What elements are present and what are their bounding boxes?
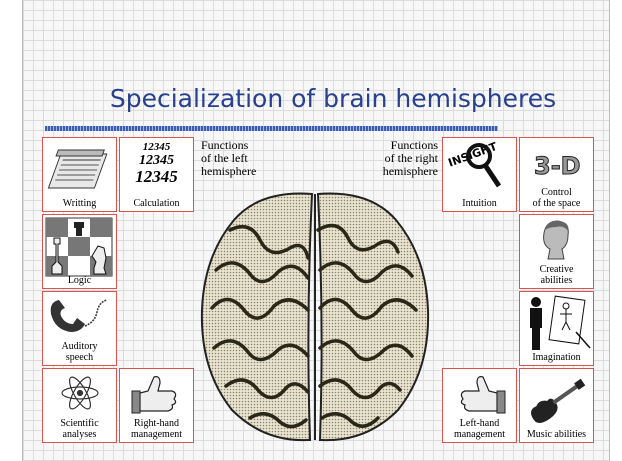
logic-label: Logic xyxy=(43,275,116,286)
scientific-label-line-1: Scientific xyxy=(43,418,116,429)
title-rule xyxy=(45,126,498,131)
left-hand-label-line-2: management xyxy=(443,429,516,440)
calculation-numbers: 12345 12345 12345 xyxy=(120,142,193,186)
left-hand-label: Left-hand management xyxy=(443,418,516,440)
space-label-line-1: Control xyxy=(520,187,593,198)
cell-scientific-analyses: Scientific analyses xyxy=(42,368,117,443)
left-heading-line-3: hemisphere xyxy=(201,165,256,178)
slide-title: Specialization of brain hemispheres xyxy=(83,84,583,113)
cell-right-hand: Right-hand management xyxy=(119,368,194,443)
cell-imagination: Imagination xyxy=(519,291,594,366)
cell-music-abilities: Music abilities xyxy=(519,368,594,443)
right-hand-label-line-2: management xyxy=(120,429,193,440)
number-line-1: 12345 xyxy=(120,142,193,153)
telephone-icon xyxy=(43,292,118,342)
cell-intuition: INSIGHT Intuition xyxy=(442,137,517,212)
scientific-label-line-2: analyses xyxy=(43,429,116,440)
left-thumbs-up-icon xyxy=(443,369,518,415)
calculation-label: Calculation xyxy=(120,198,193,209)
cell-creative-abilities: Creative abilities xyxy=(519,214,594,289)
scientific-label: Scientific analyses xyxy=(43,418,116,440)
auditory-label: Auditory speech xyxy=(43,341,116,363)
cell-calculation: 12345 12345 12345 Calculation xyxy=(119,137,194,212)
creative-label-line-2: abilities xyxy=(520,275,593,286)
statue-head-icon xyxy=(520,215,595,265)
intuition-label: Intuition xyxy=(443,198,516,209)
space-label-line-2: of the space xyxy=(520,198,593,209)
three-d-icon: 3-D xyxy=(520,138,595,186)
atom-icon xyxy=(43,369,118,417)
left-hemisphere-heading: Functions of the left hemisphere xyxy=(201,139,256,178)
three-d-art-text: 3-D xyxy=(534,152,581,180)
right-hemisphere-heading: Functions of the right hemisphere xyxy=(366,139,438,178)
guitar-icon xyxy=(520,369,595,425)
right-hand-label-line-1: Right-hand xyxy=(120,418,193,429)
imagination-icon xyxy=(520,292,595,354)
imagination-label: Imagination xyxy=(520,352,593,363)
cell-logic: Logic xyxy=(42,214,117,289)
thumbs-up-icon xyxy=(120,369,195,417)
cell-left-hand: Left-hand management xyxy=(442,368,517,443)
space-label: Control of the space xyxy=(520,187,593,209)
cell-space-control: 3-D Control of the space xyxy=(519,137,594,212)
right-heading-line-3: hemisphere xyxy=(366,165,438,178)
number-line-3: 12345 xyxy=(120,168,193,186)
creative-label: Creative abilities xyxy=(520,264,593,286)
number-line-2: 12345 xyxy=(120,153,193,168)
cell-auditory-speech: Auditory speech xyxy=(42,291,117,366)
left-hand-label-line-1: Left-hand xyxy=(443,418,516,429)
auditory-label-line-1: Auditory xyxy=(43,341,116,352)
right-hand-label: Right-hand management xyxy=(120,418,193,440)
brain-illustration xyxy=(190,190,440,445)
cell-writing: Writting xyxy=(42,137,117,212)
newspaper-icon xyxy=(43,138,118,198)
chess-icon xyxy=(43,215,118,277)
auditory-label-line-2: speech xyxy=(43,352,116,363)
writing-label: Writting xyxy=(43,198,116,209)
magnifier-icon: INSIGHT xyxy=(443,138,518,196)
creative-label-line-1: Creative xyxy=(520,264,593,275)
music-label: Music abilities xyxy=(520,429,593,440)
